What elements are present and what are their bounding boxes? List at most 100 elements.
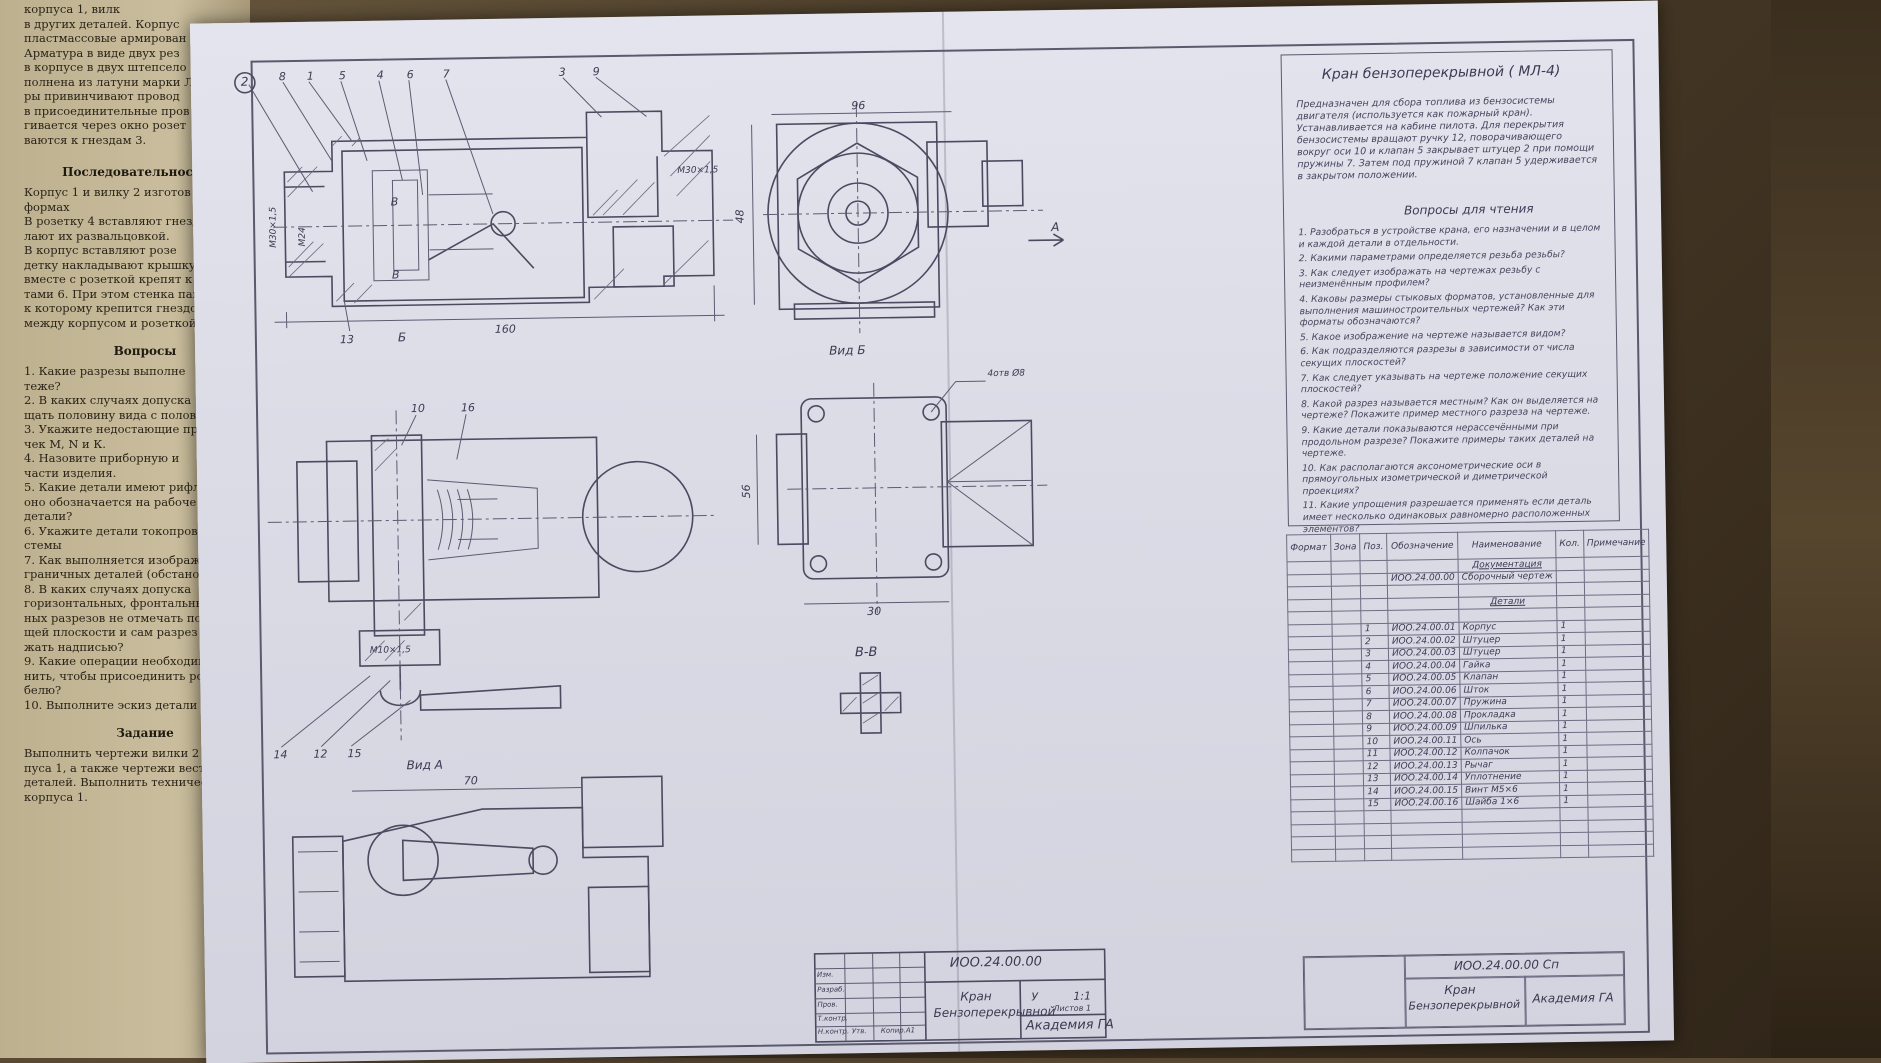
view-b (755, 380, 1048, 613)
textbook-line: нить, чтобы присоединить розетк (24, 668, 231, 683)
textbook-line: формах (24, 199, 70, 214)
tb-role-4: Н.контр. (817, 1027, 850, 1036)
spec-cell-zone (1333, 735, 1364, 749)
textbook-line: белю? (24, 683, 62, 697)
question-item: 2. Какими параметрами определяется резьб… (1298, 249, 1565, 265)
spec-cell-qty: 1 (1558, 744, 1587, 758)
spec-blank-cell (1391, 821, 1463, 836)
view-b-label: Вид Б (829, 343, 866, 358)
textbook-line: жать надписью? (24, 639, 124, 654)
spec-cell-zone (1332, 710, 1363, 724)
spec-cell-zone (1333, 760, 1364, 774)
description-text: Предназначен для сбора топлива из бензос… (1296, 95, 1598, 183)
textbook-line: пуса 1, а также чертежи вестан (24, 760, 220, 775)
question-item: 5. Какое изображение на чертеже называет… (1299, 327, 1566, 343)
spec-cell-note (1585, 693, 1652, 708)
spec-cell-qty: 1 (1559, 782, 1588, 796)
section-mark-v1: В (390, 195, 399, 209)
textbook-line: 5. Какие детали имеют рифл (24, 480, 201, 494)
title-block-main-lines (813, 948, 1107, 1043)
question-item: 9. Какие детали показываются нерассечённ… (1301, 421, 1595, 460)
spec-cell-designation: ИОО.24.00.16 (1390, 796, 1462, 811)
spec-cell-qty: 1 (1557, 644, 1586, 658)
balloon-2: 2 (240, 74, 249, 89)
textbook-line: 6. Укажите детали токопров (24, 523, 198, 538)
spec-blank-cell (1335, 848, 1365, 862)
question-item: 7. Как следует указывать на чертеже поло… (1300, 368, 1588, 396)
spec-blank-cell (1588, 843, 1654, 858)
tb-role-3: Т.контр. (817, 1014, 849, 1023)
spec-cell-zone (1334, 785, 1364, 799)
spec-cell-zone (1332, 698, 1363, 712)
question-item: 8. Какой разрез называется местным? Как … (1300, 394, 1599, 422)
spec-blank-cell (1560, 844, 1589, 858)
view-a-label: Вид А (406, 757, 444, 773)
tb-spec-name1: Кран (1444, 982, 1476, 998)
spec-cell-format (1289, 748, 1334, 762)
title-block-spec: ИОО.24.00.00 Сп Кран Бензоперекрывной Ак… (1302, 951, 1626, 1031)
specification-table: Формат Зона Поз. Обозначение Наименовани… (1286, 528, 1655, 863)
spec-blank-cell (1364, 810, 1392, 824)
textbook-line: В корпус вставляют розе (24, 243, 177, 257)
spec-header-zone: Зона (1330, 533, 1361, 562)
spec-cell-note (1585, 706, 1652, 720)
tb-main-name1: Кран (960, 989, 992, 1004)
spec-cell-format (1290, 761, 1334, 775)
spec-cell-designation: ИОО.24.00.05 (1388, 671, 1460, 686)
spec-cell-qty: 1 (1557, 682, 1586, 696)
spec-cell-format (1287, 623, 1332, 637)
tb-main-lit: У (1031, 990, 1039, 1004)
spec-cell-qty: 1 (1557, 669, 1586, 683)
spec-cell-zone (1331, 648, 1362, 662)
balloon-7: 7 (442, 67, 450, 81)
textbook-line: граничных деталей (обстановки (24, 567, 221, 581)
spec-cell-format (1289, 698, 1333, 712)
dim-48: 48 (733, 209, 747, 224)
textbook-line: 8. В каких случаях допуска (24, 581, 192, 596)
spec-cell-format (1290, 773, 1335, 787)
balloon-5: 5 (338, 69, 346, 83)
question-item: 10. Как располагаются аксонометрические … (1301, 459, 1548, 498)
spec-blank-cell (1290, 811, 1335, 825)
tb-role-1: Разраб. (817, 985, 845, 994)
spec-cell-format (1289, 723, 1334, 737)
tb-main-scale: 1:1 (1073, 989, 1092, 1003)
spec-cell-pos: 6 (1362, 685, 1390, 699)
spec-cell-designation: ИОО.24.00.13 (1390, 759, 1462, 773)
balloon-15: 15 (347, 746, 362, 761)
tb-role-0: Изм. (816, 970, 834, 979)
tb-main-designation: ИОО.24.00.00 (949, 954, 1043, 971)
main-section-view (234, 71, 734, 332)
textbook-line: полнена из латуни марки Л (24, 74, 194, 89)
textbook-line: корпуса 1. (24, 789, 88, 804)
spec-cell-pos: 13 (1363, 772, 1391, 786)
spec-cell-designation: ИОО.24.00.11 (1389, 734, 1461, 748)
textbook-line: теже? (24, 378, 61, 393)
spec-header-format: Формат (1286, 534, 1331, 562)
tb-role-2: Пров. (817, 1000, 838, 1009)
spec-cell-zone (1333, 723, 1363, 737)
spec-cell-format (1288, 686, 1333, 700)
spec-blank-cell (1560, 819, 1588, 833)
spec-blank-cell (1587, 818, 1654, 833)
spec-cell-zone (1331, 635, 1362, 649)
tb-main-org: Академия ГА (1025, 1017, 1114, 1034)
spec-blank-cell (1364, 847, 1392, 861)
balloon-3: 3 (558, 65, 566, 79)
spec-blank-cell (1334, 810, 1365, 824)
tb-spec-name2: Бензоперекрывной (1408, 997, 1521, 1013)
spec-blank-cell (1560, 832, 1589, 846)
textbook-line: корпуса 1, вилк (24, 2, 121, 16)
spec-blank-cell (1587, 806, 1654, 820)
balloon-16: 16 (460, 401, 476, 415)
spec-cell-note (1587, 781, 1653, 795)
spec-blank-cell (1291, 848, 1336, 862)
spec-cell-note (1587, 793, 1654, 808)
spec-cell-pos: 8 (1362, 710, 1390, 724)
spec-cell-qty: 1 (1558, 707, 1587, 721)
spec-cell-pos: 3 (1361, 647, 1389, 661)
spec-blank-cell (1291, 823, 1335, 837)
spec-cell-qty: 1 (1559, 769, 1588, 783)
spec-cell-format (1290, 798, 1335, 812)
spec-cell-designation: ИОО.24.00.09 (1389, 721, 1461, 736)
